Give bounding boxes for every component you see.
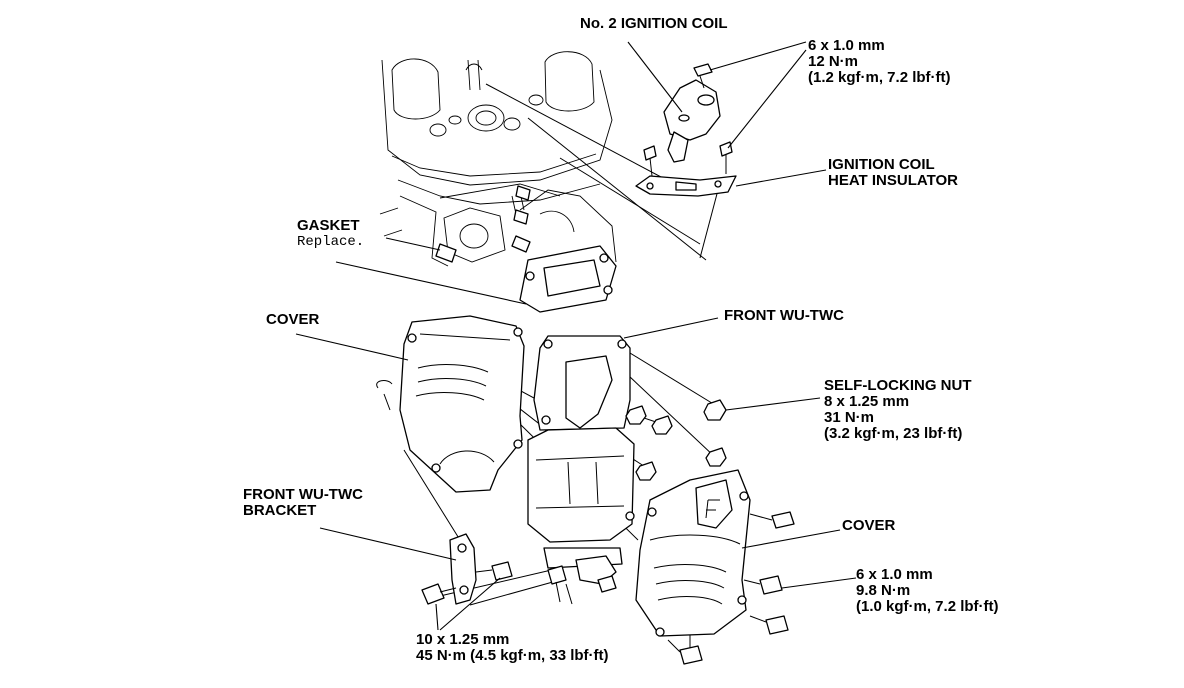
self-locking-nuts — [625, 399, 727, 481]
label-cover-torque: 6 x 1.0 mm 9.8 N·m (1.0 kgf·m, 7.2 lbf·f… — [856, 567, 999, 615]
leader-lines — [295, 41, 857, 631]
label-cover-lower: COVER — [842, 518, 895, 534]
lower-cover — [635, 469, 751, 637]
label-coil-torque: 6 x 1.0 mm 12 N·m (1.2 kgf·m, 7.2 lbf·ft… — [808, 38, 951, 86]
heat-insulator-line2: HEAT INSULATOR — [828, 172, 958, 189]
front-wu-twc-label: FRONT WU-TWC — [724, 307, 844, 324]
label-gasket: GASKET Replace. — [297, 217, 365, 251]
bracket-line2: BRACKET — [243, 502, 317, 519]
label-cover-upper: COVER — [266, 312, 319, 328]
bracket-line1: FRONT WU-TWC — [243, 486, 363, 503]
ignition-coil-heat-insulator — [635, 175, 737, 197]
cover-torque-size: 6 x 1.0 mm — [856, 566, 933, 583]
bracket-torque-values: 45 N·m (4.5 kgf·m, 33 lbf·ft) — [416, 647, 609, 664]
head-studs — [435, 185, 531, 263]
gasket — [519, 245, 617, 313]
upper-cover — [376, 315, 525, 493]
cover-upper-label: COVER — [266, 311, 320, 328]
label-no2-ignition-coil: No. 2 IGNITION COIL — [580, 16, 728, 32]
cover-bolts — [667, 511, 795, 665]
cover-torque-imperial: (1.0 kgf·m, 7.2 lbf·ft) — [856, 598, 999, 615]
label-front-wu-twc: FRONT WU-TWC — [724, 308, 844, 324]
coil-torque-imperial: (1.2 kgf·m, 7.2 lbf·ft) — [808, 69, 951, 86]
coil-torque-nm: 12 N·m — [808, 53, 859, 70]
label-bracket: FRONT WU-TWC BRACKET — [243, 487, 363, 519]
cover-lower-label: COVER — [842, 517, 896, 534]
gasket-replace-note: Replace. — [297, 234, 365, 250]
nut-torque-imperial: (3.2 kgf·m, 23 lbf·ft) — [824, 425, 963, 442]
ignition-coil-label: No. 2 IGNITION COIL — [580, 15, 728, 32]
front-wu-twc-bracket — [449, 533, 477, 605]
engine-cylinder-head — [379, 51, 617, 267]
label-bracket-torque: 10 x 1.25 mm 45 N·m (4.5 kgf·m, 33 lbf·f… — [416, 632, 609, 664]
coil-torque-size: 6 x 1.0 mm — [808, 37, 885, 54]
cover-torque-nm: 9.8 N·m — [856, 582, 911, 599]
front-wu-twc — [527, 335, 635, 585]
nut-size: 8 x 1.25 mm — [824, 393, 910, 410]
ignition-coil — [663, 79, 721, 163]
bracket-torque-size: 10 x 1.25 mm — [416, 631, 510, 648]
label-self-locking-nut: SELF-LOCKING NUT 8 x 1.25 mm 31 N·m (3.2… — [824, 378, 972, 442]
nut-name: SELF-LOCKING NUT — [824, 377, 972, 394]
gasket-label: GASKET — [297, 217, 360, 234]
nut-torque-nm: 31 N·m — [824, 409, 875, 426]
coil-bolt — [693, 63, 713, 89]
bracket-bolts — [421, 561, 617, 605]
heat-insulator-line1: IGNITION COIL — [828, 156, 935, 173]
label-heat-insulator: IGNITION COIL HEAT INSULATOR — [828, 157, 958, 189]
insulator-bolts — [643, 141, 733, 177]
